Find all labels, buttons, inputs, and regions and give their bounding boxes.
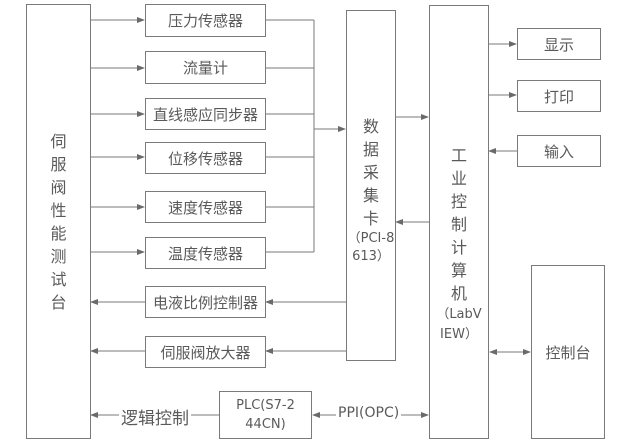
actuator-proportional-controller: 电液比例控制器 (145, 286, 266, 318)
actuator-servo-amplifier: 伺服阀放大器 (145, 336, 266, 368)
test-bench-label: 伺服阀性能测试台 (50, 131, 67, 312)
ipc-label: 工业控制计算机 (450, 146, 467, 303)
ipc-box: 工业控制计算机 （LabVIEW） (429, 5, 489, 439)
sensor-flow: 流量计 (145, 51, 266, 84)
sensor-speed: 速度传感器 (145, 191, 266, 223)
ppi-opc-label: PPI(OPC) (336, 405, 402, 421)
actuator-label: 伺服阀放大器 (160, 343, 251, 362)
plc-label: PLC(S7-244CN) (236, 398, 295, 432)
sensor-temperature: 温度传感器 (145, 237, 266, 269)
peripheral-print: 打印 (517, 80, 601, 112)
console-label: 控制台 (545, 343, 591, 362)
actuator-label: 电液比例控制器 (152, 293, 258, 312)
sensor-pressure: 压力传感器 (145, 4, 266, 37)
peripheral-display: 显示 (517, 28, 601, 60)
sensor-label: 流量计 (182, 59, 228, 77)
peripheral-label: 输入 (543, 142, 574, 161)
daq-card-label: 数据采集卡 (362, 117, 379, 228)
sensor-label: 直线感应同步器 (152, 105, 258, 124)
sensor-label: 位移传感器 (167, 149, 243, 168)
sensor-displacement: 位移传感器 (145, 142, 266, 174)
ipc-software: （LabVIEW） (436, 307, 482, 342)
peripheral-label: 显示 (543, 35, 574, 54)
sensor-label: 温度传感器 (167, 244, 243, 263)
sensor-linear-inductosyn: 直线感应同步器 (145, 98, 266, 130)
sensor-label: 速度传感器 (167, 198, 243, 217)
logic-control-label: 逻辑控制 (119, 404, 191, 429)
peripheral-label: 打印 (543, 87, 574, 106)
plc-box: PLC(S7-244CN) (219, 391, 312, 439)
peripheral-input: 输入 (517, 135, 601, 167)
daq-card-model: （PCI-8613） (347, 231, 395, 264)
sensor-label: 压力传感器 (167, 12, 243, 30)
console-box: 控制台 (531, 265, 605, 439)
test-bench-box: 伺服阀性能测试台 (26, 4, 91, 439)
daq-card-box: 数据采集卡 （PCI-8613） (346, 10, 396, 361)
